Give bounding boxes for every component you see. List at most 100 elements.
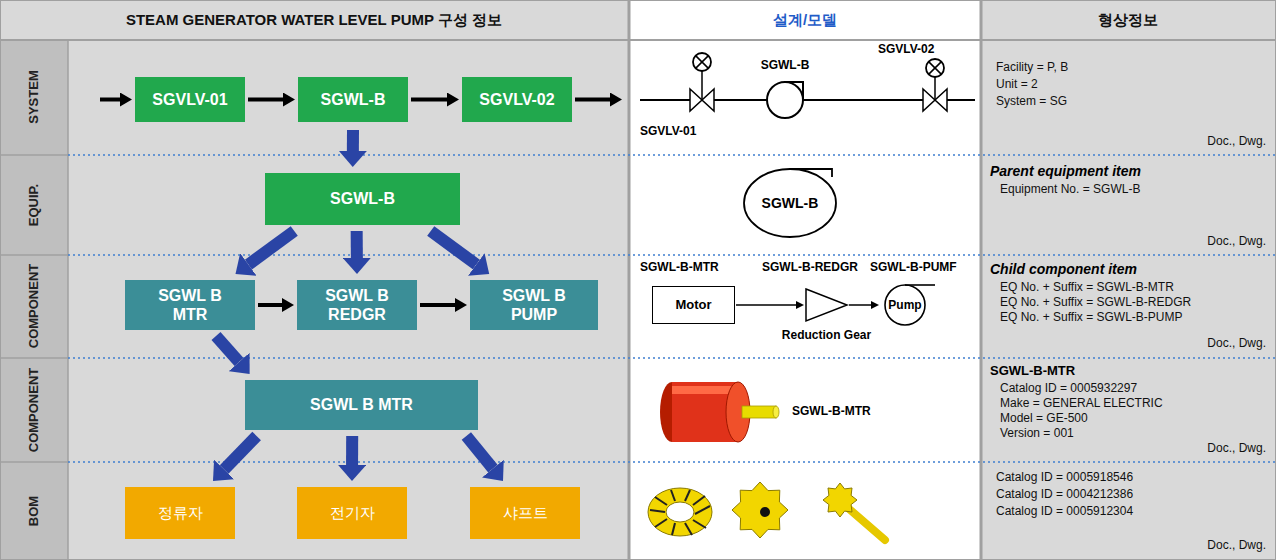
hierarchy-arrow [466,436,493,469]
commutator-illustration [655,497,667,505]
node-text: SGWL-B [306,90,400,109]
node-text: SGWL-B [273,189,452,208]
node-text: Motor [657,297,730,313]
row-rule [0,357,68,359]
row-divider [68,254,1276,256]
valve-actuator [926,59,944,77]
gear-triangle: Reduction Gear [805,288,848,322]
component-tag: SGWL-B-REDGR [762,260,858,274]
row-label: COMPONENT [26,264,42,349]
flow-arrow [411,98,447,102]
pump-symbol: SGWL-B [742,167,838,239]
doc-reference: Doc., Dwg. [1207,234,1266,248]
bom-box: 정류자 [125,487,235,539]
commutator-illustration [695,506,710,514]
pump-outline [744,169,836,237]
column-rule [67,40,69,560]
valve-actuator [929,62,942,75]
flow-arrow [258,303,282,307]
hierarchy-arrow [431,231,477,265]
node-text: SGWL B REDGR [313,286,401,324]
node-text: 정류자 [133,504,227,522]
component-tag: SGWL-B-MTR [640,260,719,274]
armature-illustration [760,507,770,517]
diagram-title: STEAM GENERATOR WATER LEVEL PUMP 구성 정보 [0,11,628,29]
pump-outline [885,285,925,325]
row-divider [68,154,1276,156]
motor-box: Motor [652,286,735,324]
row-rule [0,254,68,256]
node-text: SGWL B MTR [141,286,239,324]
info-panel [981,0,1276,560]
hierarchy-arrow [351,231,363,258]
node-text: 샤프트 [478,504,572,522]
bom-box: 샤프트 [470,487,580,539]
pump-symbol [785,82,803,100]
row-divider [68,461,1276,463]
header-rule [0,39,1276,41]
node-text: Pump [884,298,926,312]
hierarchy-arrow [248,231,294,265]
node-text: Reduction Gear [782,328,871,342]
column-heading: 형상정보 [1098,11,1158,29]
node-text: SGWL B MTR [261,395,462,414]
row-label-band [0,40,68,560]
equipment-box: SGWL-B [265,173,460,225]
node-text: SGWL B PUMP [486,286,582,324]
node-outline [805,288,848,322]
component-tag: SGWL-B-MTR [792,404,871,418]
doc-reference: Doc., Dwg. [1207,441,1266,455]
row-label: EQUIP. [26,184,42,226]
commutator-illustration [650,510,665,512]
commutator-illustration [693,496,705,505]
armature-illustration [732,482,788,538]
pump-symbol: Pump [880,283,930,327]
attribute-line: Model = GE-500 [1000,411,1088,425]
hierarchy-arrow [346,436,358,465]
inflow-arrow [100,98,120,102]
pump-outlet [905,284,935,286]
valve-symbol [690,89,702,111]
node-text: SGVLV-01 [143,90,237,109]
config-panel [0,0,629,560]
attribute-line: Catalog ID = 0005932297 [1000,381,1137,395]
section-heading: Child component item [990,261,1137,278]
shaft-illustration [823,483,857,517]
gear-outline [806,289,847,321]
commutator-illustration [648,488,712,536]
attribute-line: Version = 001 [1000,426,1074,440]
valve-symbol [702,89,714,111]
column-heading: 설계/모델 [773,11,837,29]
bom-box: 전기자 [297,487,407,539]
valve-tag: SGVLV-02 [878,42,934,56]
attribute-line: Catalog ID = 0005918546 [996,470,1133,484]
valve-symbol [923,89,935,111]
flow-arrow [248,98,283,102]
valve-actuator [929,62,942,75]
commutator-illustration [693,520,706,528]
commutator-illustration [685,523,692,535]
valve-actuator [693,53,711,71]
component-box: SGWL B MTR [245,380,478,430]
shaft-illustration [742,406,776,418]
row-label: COMPONENT [26,368,42,453]
motor-illustration [672,386,738,394]
column-rule [628,0,631,560]
system-box: SGVLV-02 [462,77,572,122]
row-label: BOM [26,496,42,526]
row-label: SYSTEM [26,70,42,123]
row-rule [0,461,68,463]
attribute-line: Unit = 2 [996,77,1038,91]
attribute-line: Catalog ID = 0005912304 [996,504,1133,518]
shaft-illustration [773,406,779,418]
flow-arrow [736,304,796,306]
component-box: SGWL B REDGR [297,280,417,330]
component-tag: SGWL-B-PUMF [870,260,957,274]
attribute-line: System = SG [996,94,1067,108]
commutator-illustration [655,519,667,527]
outflow-arrow [575,98,610,102]
system-box: SGVLV-01 [135,77,245,122]
